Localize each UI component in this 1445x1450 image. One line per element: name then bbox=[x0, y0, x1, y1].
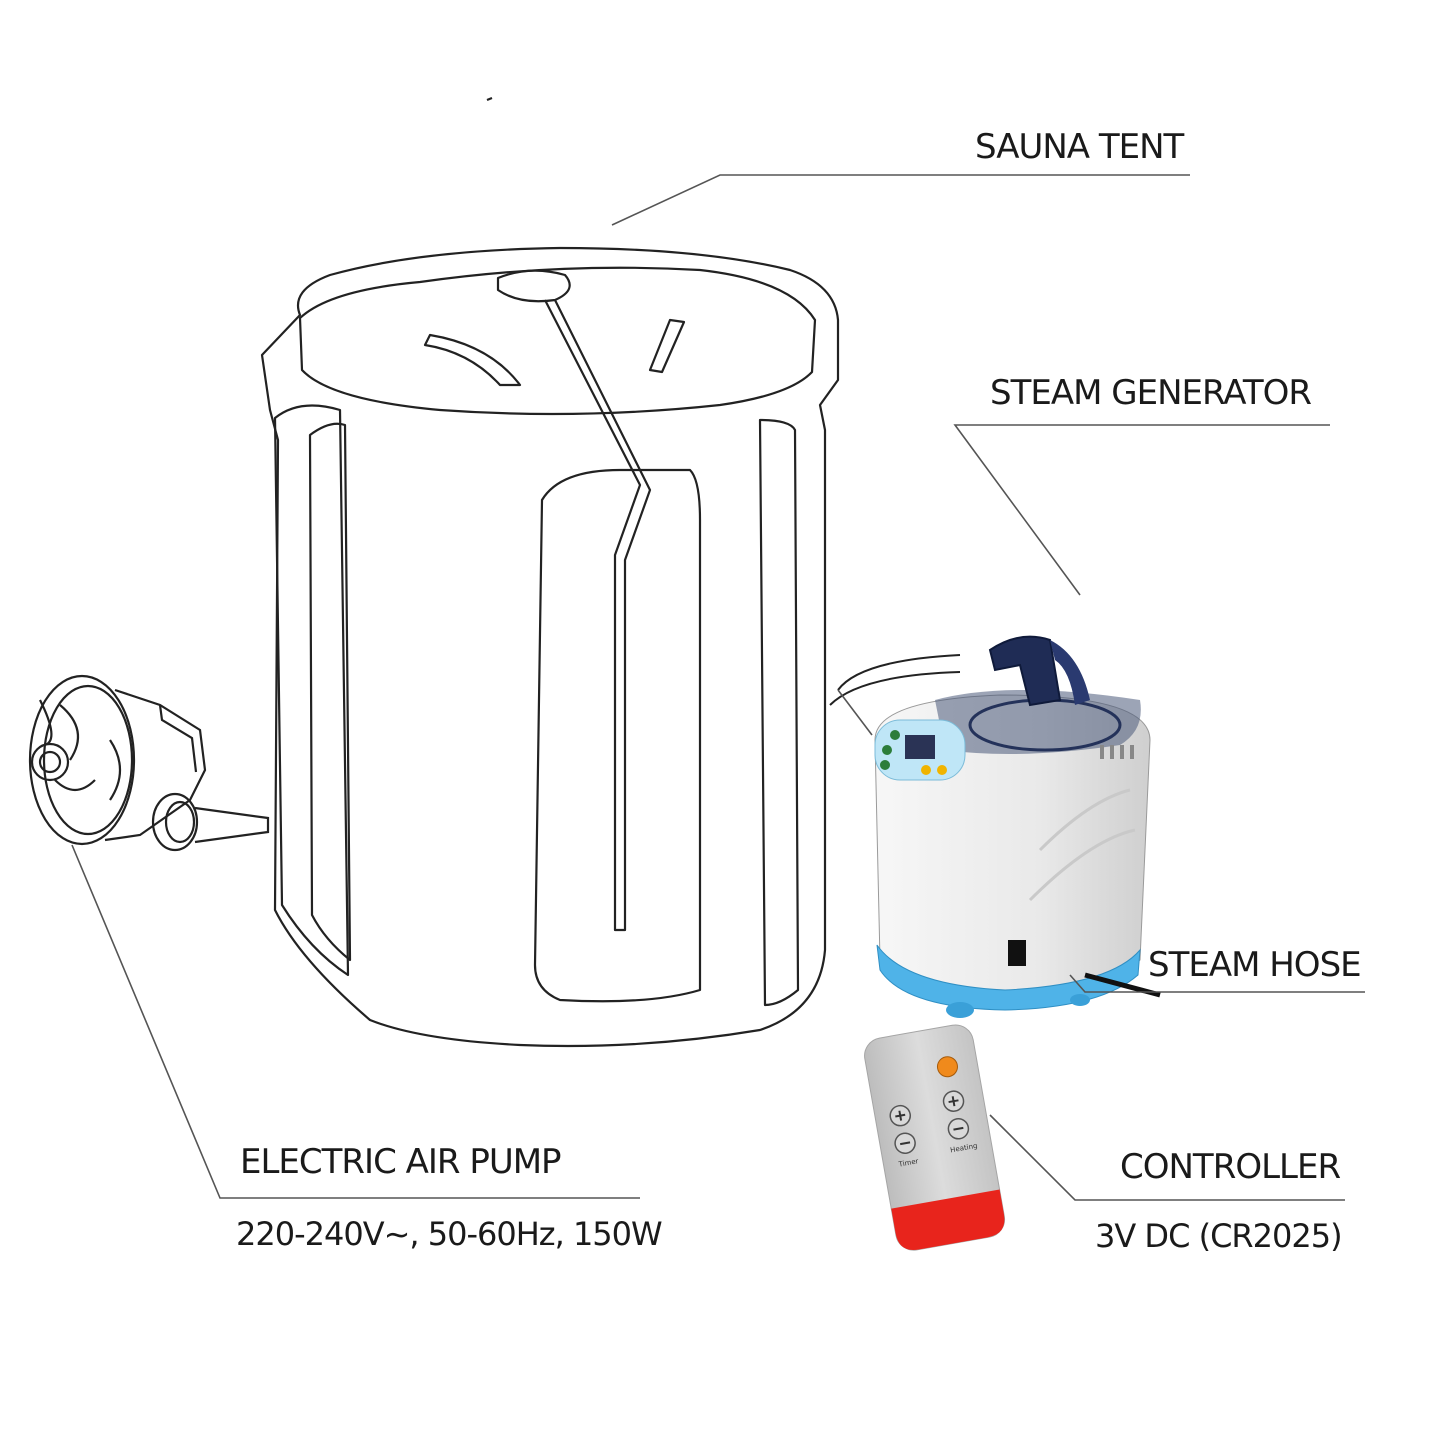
remote-timer-label: Timer bbox=[897, 1157, 919, 1169]
label-electric-air-pump: ELECTRIC AIR PUMP bbox=[240, 1142, 562, 1182]
leader-controller bbox=[989, 1114, 1345, 1201]
label-air-pump-spec: 220-240V~, 50-60Hz, 150W bbox=[236, 1215, 663, 1253]
leader-steam-hose bbox=[1069, 974, 1365, 993]
electric-air-pump-drawing bbox=[28, 674, 270, 852]
label-steam-generator: STEAM GENERATOR bbox=[990, 373, 1312, 413]
steam-generator bbox=[874, 635, 1161, 1018]
sauna-tent-drawing bbox=[260, 96, 840, 1048]
label-controller: CONTROLLER bbox=[1120, 1147, 1341, 1187]
leader-air-pump bbox=[71, 844, 640, 1199]
leader-steam-generator bbox=[953, 424, 1330, 596]
label-sauna-tent: SAUNA TENT bbox=[975, 127, 1184, 167]
leader-steam-generator-hose bbox=[837, 689, 873, 736]
label-steam-hose: STEAM HOSE bbox=[1148, 945, 1362, 985]
leader-lines bbox=[71, 174, 1365, 1201]
label-controller-spec: 3V DC (CR2025) bbox=[1095, 1217, 1343, 1255]
leader-sauna-tent bbox=[611, 174, 1190, 226]
steam-hose-line bbox=[829, 654, 961, 706]
remote-controller: Timer Heating bbox=[864, 1024, 1006, 1251]
